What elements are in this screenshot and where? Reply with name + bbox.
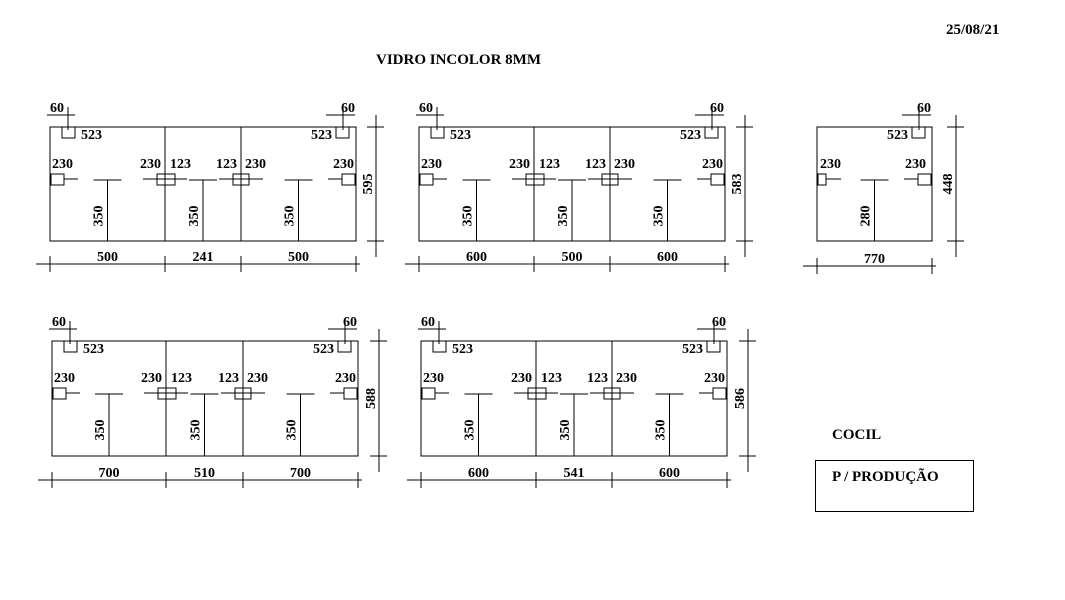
panel-height-label: 586 (733, 388, 748, 409)
width-label: 510 (194, 466, 215, 481)
section-height-label: 350 (463, 420, 478, 441)
corner-dimension-label: 60 (419, 101, 433, 116)
hinge-mark (710, 173, 725, 186)
hinge-label: 230 (423, 371, 444, 386)
section-height-label: 350 (556, 206, 571, 227)
client-name: COCIL (832, 427, 882, 443)
width-label: 600 (657, 250, 678, 265)
hinge-label: 230 (614, 157, 635, 172)
width-label: 700 (290, 466, 311, 481)
panel-height-label: 583 (730, 174, 745, 195)
width-label: 700 (99, 466, 120, 481)
hinge-label: 123 (218, 371, 239, 386)
hinge-label: 230 (702, 157, 723, 172)
hinge-label: 230 (140, 157, 161, 172)
section-height-label: 350 (285, 420, 300, 441)
hinge-label: 123 (585, 157, 606, 172)
section-height-label: 350 (283, 206, 298, 227)
glass-panel: 60 523 230 230 280 770 448 (803, 101, 964, 274)
width-label: 770 (864, 252, 885, 267)
width-label: 500 (562, 250, 583, 265)
hinge-mark (341, 173, 356, 186)
corner-offset-label: 523 (450, 128, 471, 143)
hinge-label: 230 (141, 371, 162, 386)
hinge-label: 230 (509, 157, 530, 172)
width-label: 541 (564, 466, 585, 481)
section-height-label: 350 (654, 420, 669, 441)
panel-height-label: 595 (361, 174, 376, 195)
drawing-title: VIDRO INCOLOR 8MM (376, 52, 541, 68)
hinge-label: 123 (170, 157, 191, 172)
section-height-label: 350 (187, 206, 202, 227)
panel-height-label: 448 (941, 174, 956, 195)
hinge-label: 123 (171, 371, 192, 386)
hinge-mark (343, 387, 358, 400)
section-height-label: 350 (558, 420, 573, 441)
corner-dimension-label: 60 (50, 101, 64, 116)
hinge-label: 230 (333, 157, 354, 172)
drawing-date: 25/08/21 (946, 22, 1000, 38)
corner-offset-label: 523 (313, 342, 334, 357)
corner-offset-label: 523 (682, 342, 703, 357)
section-height-label: 350 (92, 206, 107, 227)
corner-offset-label: 523 (83, 342, 104, 357)
hinge-mark (817, 173, 827, 186)
hinge-label: 230 (54, 371, 75, 386)
section-height-label: 350 (93, 420, 108, 441)
panel-height-label: 588 (364, 388, 379, 409)
width-label: 600 (659, 466, 680, 481)
hinge-label: 230 (820, 157, 841, 172)
hinge-mark (52, 387, 67, 400)
hinge-label: 230 (905, 157, 926, 172)
section-height-label: 350 (652, 206, 667, 227)
hinge-label: 123 (541, 371, 562, 386)
hinge-label: 230 (616, 371, 637, 386)
corner-offset-label: 523 (311, 128, 332, 143)
hinge-mark (419, 173, 434, 186)
corner-dimension-label: 60 (52, 315, 66, 330)
hinge-mark (712, 387, 727, 400)
corner-offset-label: 523 (680, 128, 701, 143)
hinge-label: 230 (421, 157, 442, 172)
hinge-label: 230 (52, 157, 73, 172)
corner-offset-label: 523 (452, 342, 473, 357)
width-label: 600 (468, 466, 489, 481)
width-label: 500 (97, 250, 118, 265)
section-height-label: 350 (189, 420, 204, 441)
hinge-label: 230 (511, 371, 532, 386)
corner-dimension-label: 60 (343, 315, 357, 330)
hinge-label: 230 (247, 371, 268, 386)
production-stamp-box: P / PRODUÇÃO (815, 460, 974, 512)
corner-dimension-label: 60 (712, 315, 726, 330)
section-height-label: 350 (461, 206, 476, 227)
hinge-label: 230 (335, 371, 356, 386)
width-label: 500 (288, 250, 309, 265)
hinge-label: 230 (245, 157, 266, 172)
section-height-label: 280 (859, 206, 874, 227)
corner-offset-label: 523 (81, 128, 102, 143)
corner-dimension-label: 60 (710, 101, 724, 116)
hinge-label: 123 (539, 157, 560, 172)
width-label: 241 (193, 250, 214, 265)
hinge-label: 123 (587, 371, 608, 386)
corner-dimension-label: 60 (341, 101, 355, 116)
production-stamp-text: P / PRODUÇÃO (832, 469, 939, 485)
corner-dimension-label: 60 (421, 315, 435, 330)
hinge-mark (421, 387, 436, 400)
hinge-label: 230 (704, 371, 725, 386)
hinge-label: 123 (216, 157, 237, 172)
corner-offset-label: 523 (887, 128, 908, 143)
hinge-mark (917, 173, 932, 186)
hinge-mark (50, 173, 65, 186)
width-label: 600 (466, 250, 487, 265)
corner-dimension-label: 60 (917, 101, 931, 116)
